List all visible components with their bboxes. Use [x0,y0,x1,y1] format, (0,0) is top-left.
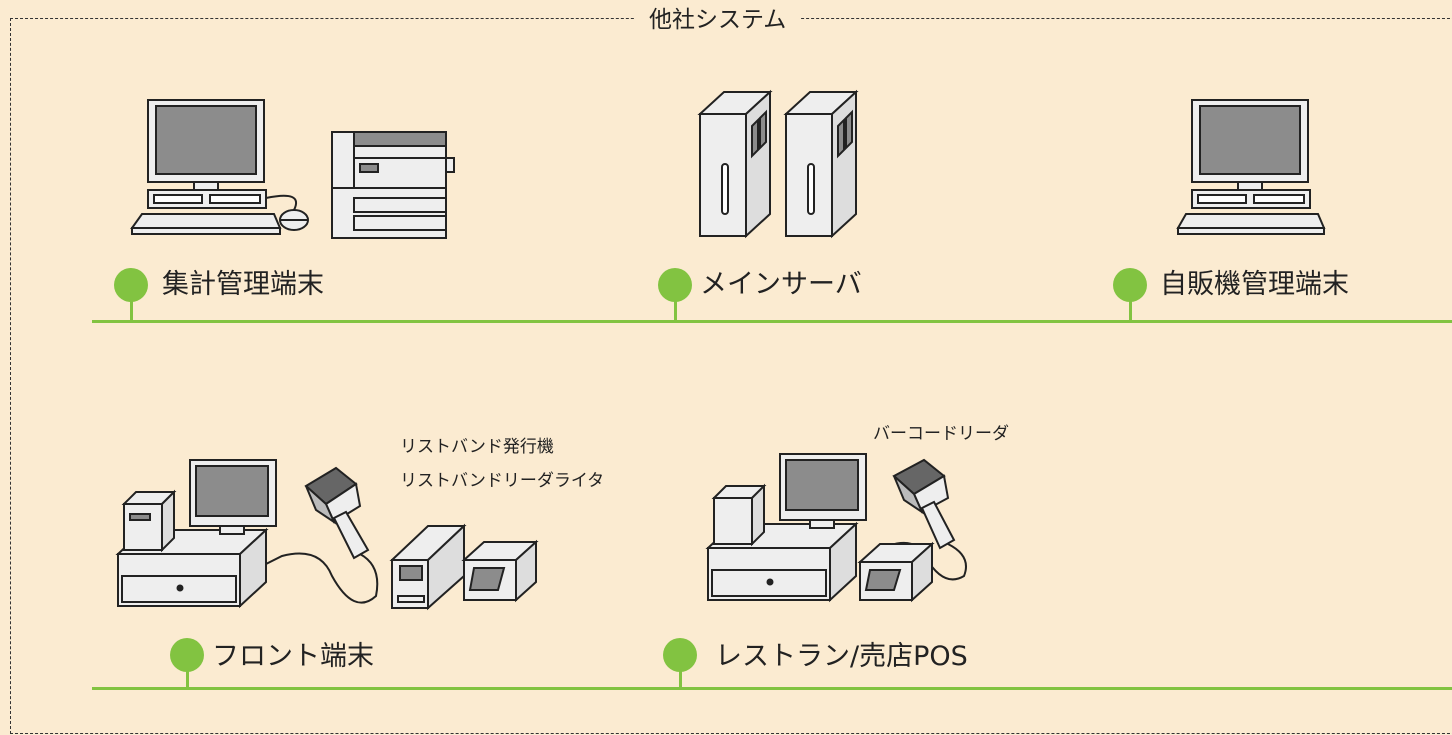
node-label-front: フロント端末 [212,641,374,672]
wristband-issuer-icon [389,523,467,611]
printer-icon [331,131,455,239]
node-dot-front [170,638,204,672]
network-bus-upper [92,320,1452,323]
node-dot-aggregation [114,268,148,302]
stub-pos [679,658,682,689]
node-dot-vending [1113,268,1147,302]
node-dot-main-server [658,268,692,302]
card-reader-icon [857,541,935,603]
node-label-vending: 自販機管理端末 [1160,269,1349,300]
stub-front [186,658,189,689]
network-bus-lower [92,687,1452,690]
desktop-pc-icon [130,99,309,235]
desktop-pc-icon [1176,99,1326,235]
stub-aggregation [130,290,133,322]
frame-title: 他社システム [635,4,801,36]
server-icon [783,89,859,239]
stub-vending [1129,290,1132,322]
node-label-aggregation: 集計管理端末 [162,269,324,300]
node-dot-pos [663,638,697,672]
cash-register-icon [115,459,277,609]
barcode-scanner-icon [265,466,379,604]
annotation-barcode-reader: バーコードリーダ [873,424,1009,444]
server-icon [697,89,773,239]
node-label-pos: レストラン/売店POS [715,641,968,672]
node-label-main-server: メインサーバ [700,269,862,300]
stub-main-server [674,290,677,322]
wristband-reader-writer-icon [461,539,539,603]
annotation-wristband-issuer: リストバンド発行機 [400,437,554,457]
annotation-wristband-rw: リストバンドリーダライタ [400,471,605,491]
cash-register-icon [705,453,867,603]
